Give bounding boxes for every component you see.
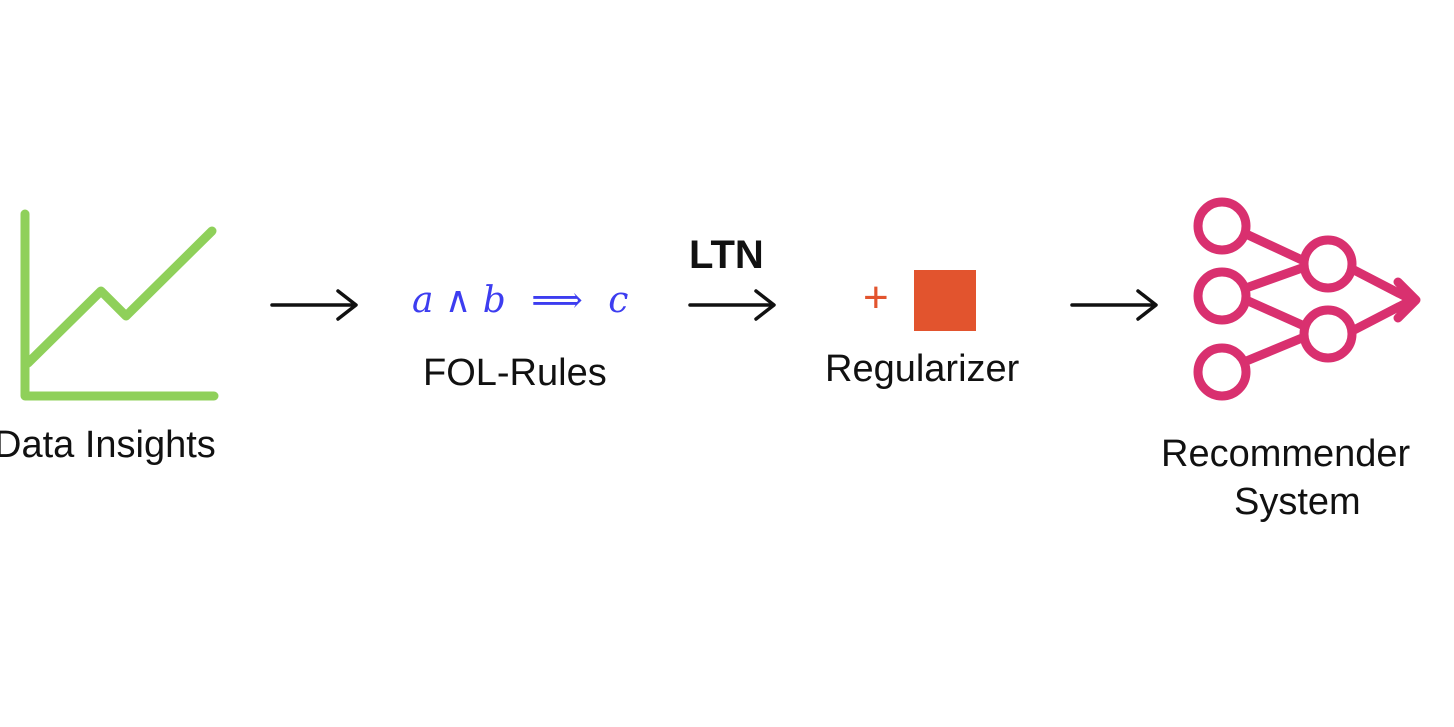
recommender-label-line2: System <box>1234 481 1361 523</box>
nn-hidden-node <box>1299 305 1357 363</box>
neural-network-icon <box>1193 197 1421 401</box>
fol-rules-label: FOL-Rules <box>423 352 607 394</box>
nn-edge <box>1241 295 1307 330</box>
arrow-regularizer-to-recommender <box>1070 289 1158 321</box>
nn-input-node <box>1193 197 1251 255</box>
nn-edge <box>1241 263 1307 293</box>
chart-axes <box>20 209 219 401</box>
formula-var-b: b <box>482 280 506 321</box>
nn-edge <box>1241 229 1307 265</box>
nn-edge <box>1349 265 1417 305</box>
chart-trend-line <box>23 226 217 368</box>
nn-edge <box>1349 295 1417 335</box>
regularizer-label: Regularizer <box>825 348 1020 390</box>
formula-and-symbol: ∧ <box>444 280 472 321</box>
data-insights-label: Data Insights <box>0 424 216 466</box>
arrow-rules-to-regularizer <box>688 289 776 321</box>
nn-input-node <box>1193 343 1251 401</box>
recommender-label-line1: Recommender <box>1161 433 1411 475</box>
plus-sign: + <box>863 273 889 322</box>
formula-var-a: a <box>412 280 434 321</box>
formula-var-c: c <box>608 280 629 321</box>
line-chart-icon <box>20 209 219 401</box>
fol-formula: a ∧ b ⟹ c <box>412 280 628 321</box>
nn-edge <box>1239 333 1307 367</box>
arrow-data-to-rules <box>270 289 358 321</box>
nn-hidden-node <box>1299 235 1357 293</box>
ltn-label: LTN <box>689 233 764 277</box>
nn-output-arrowhead <box>1393 277 1421 323</box>
formula-implies-symbol: ⟹ <box>531 280 583 321</box>
square-icon <box>914 270 976 331</box>
nn-input-node <box>1193 267 1251 325</box>
